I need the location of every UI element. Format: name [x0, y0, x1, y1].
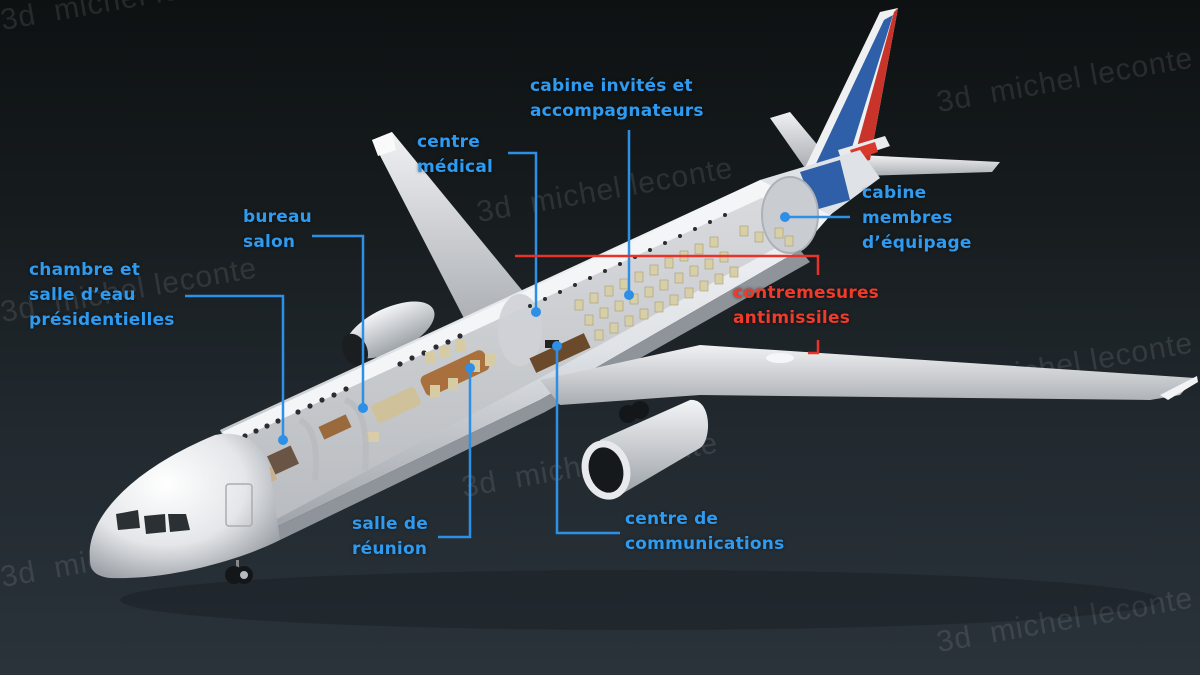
label-cabine-invites: cabine invités et accompagnateurs: [530, 76, 704, 121]
label-salle-de-reunion: salle de réunion: [352, 514, 428, 559]
leader-communications: [555, 346, 620, 535]
right-wing: [540, 345, 1195, 405]
left-engine: [341, 301, 435, 367]
right-engine: [581, 399, 709, 500]
main-landing-gear: [619, 401, 649, 423]
label-chambre-salle-eau-presidentielles: chambre et salle d’eau présidentielles: [29, 260, 175, 330]
leader-reunion: [438, 368, 472, 539]
countermeasures-bracket: [515, 254, 820, 355]
leader-chambre: [185, 294, 285, 440]
nose: [89, 433, 280, 579]
leader-dots: [278, 212, 790, 445]
label-bureau-salon: bureau salon: [243, 207, 312, 252]
leader-lines: [185, 130, 850, 539]
leader-medical: [508, 151, 538, 312]
ground-shadow: [120, 570, 1160, 630]
right-stabilizer: [860, 155, 1000, 176]
label-contremesures-antimissiles: contremesures antimissiles: [733, 283, 879, 328]
tail-fin: [800, 8, 898, 178]
label-centre-communications: centre de communications: [625, 509, 785, 554]
label-cabine-equipage: cabine membres d’équipage: [862, 183, 972, 253]
label-centre-medical: centre médical: [417, 132, 494, 177]
left-wing: [372, 132, 530, 330]
leader-bureau: [312, 234, 365, 408]
nose-landing-gear: [225, 560, 253, 584]
